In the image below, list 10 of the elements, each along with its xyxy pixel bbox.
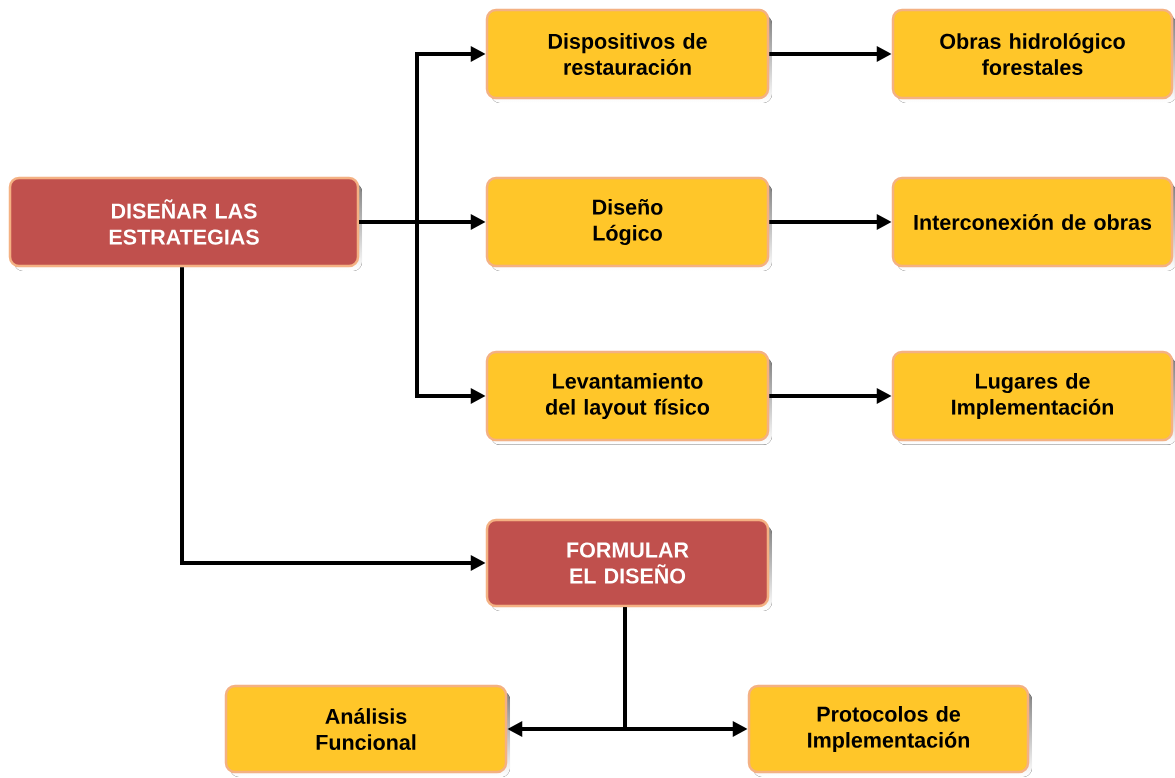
process-box: FORMULAR EL DISEÑO [485, 518, 772, 611]
process-box: DISEÑAR LAS ESTRATEGIAS [8, 176, 362, 271]
process-box: Dispositivos de restauración [485, 8, 772, 103]
process-box: Diseño Lógico [485, 176, 772, 271]
process-box: Interconexión de obras [891, 176, 1175, 271]
process-box: Protocolos de Implementación [747, 684, 1032, 777]
process-box: Obras hidrológico forestales [891, 8, 1175, 103]
process-box: Levantamiento del layout físico [485, 350, 772, 445]
process-box: Lugares de Implementación [891, 350, 1175, 445]
process-box: Análisis Funcional [224, 684, 510, 777]
